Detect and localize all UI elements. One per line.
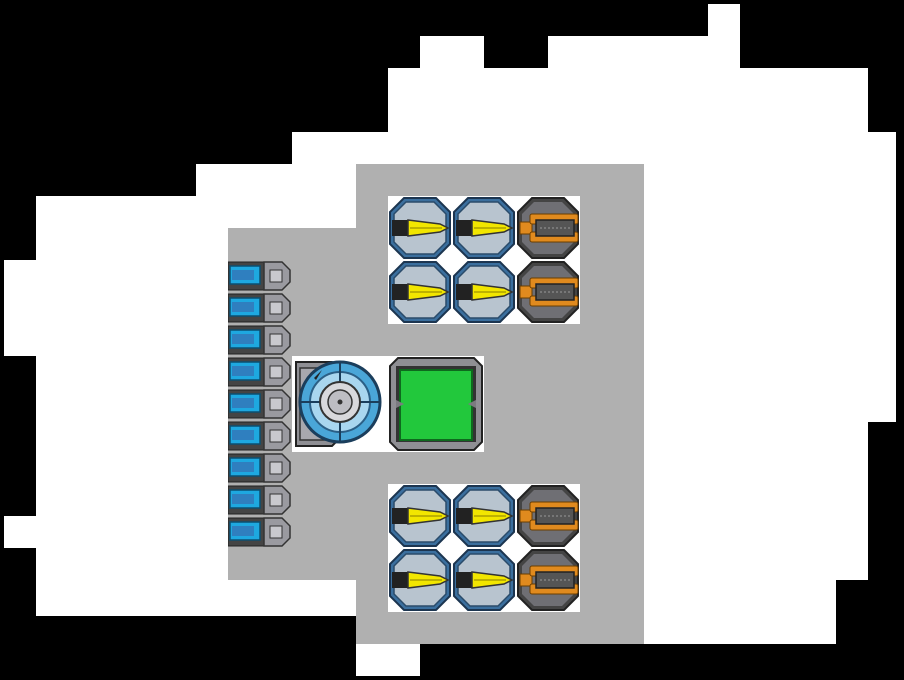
orange-missile-launcher-icon[interactable] (516, 196, 580, 260)
yellow-laser-cannon-icon[interactable] (388, 548, 452, 612)
blue-thruster-icon[interactable] (227, 356, 292, 388)
yellow-laser-cannon-icon[interactable] (452, 260, 516, 324)
blue-thruster-icon[interactable] (227, 292, 292, 324)
yellow-laser-cannon-icon[interactable] (388, 484, 452, 548)
green-core-icon[interactable] (388, 356, 484, 452)
blue-thruster-icon[interactable] (227, 260, 292, 292)
blue-thruster-icon[interactable] (227, 420, 292, 452)
blue-thruster-icon[interactable] (227, 324, 292, 356)
orange-missile-launcher-icon[interactable] (516, 548, 580, 612)
yellow-laser-cannon-icon[interactable] (452, 196, 516, 260)
yellow-laser-cannon-icon[interactable] (452, 548, 516, 612)
blue-thruster-icon[interactable] (227, 388, 292, 420)
orange-missile-launcher-icon[interactable] (516, 484, 580, 548)
blue-thruster-icon[interactable] (227, 516, 292, 548)
orange-missile-launcher-icon[interactable] (516, 260, 580, 324)
yellow-laser-cannon-icon[interactable] (388, 196, 452, 260)
yellow-laser-cannon-icon[interactable] (452, 484, 516, 548)
reactor-icon[interactable] (292, 356, 388, 452)
blue-thruster-icon[interactable] (227, 484, 292, 516)
blue-thruster-icon[interactable] (227, 452, 292, 484)
yellow-laser-cannon-icon[interactable] (388, 260, 452, 324)
